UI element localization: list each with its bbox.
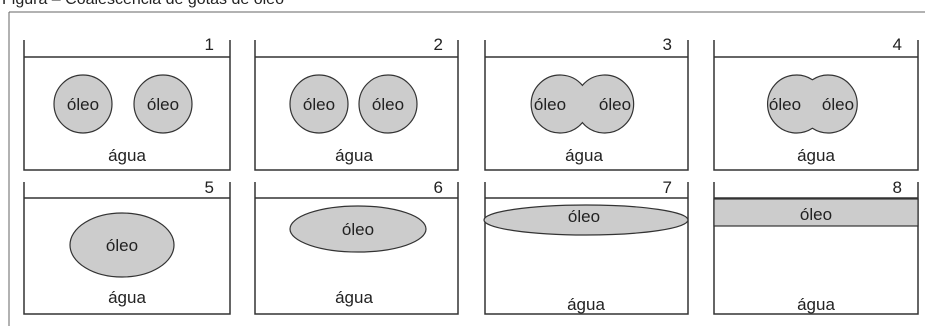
oil-droplet (53, 74, 113, 134)
water-label: água (335, 288, 373, 307)
panel-6: 6 óleo água (254, 178, 459, 315)
panel-8: 8 óleo água (713, 178, 919, 315)
container-outline (254, 182, 459, 315)
oil-droplet (289, 74, 349, 134)
oil-label: óleo (342, 220, 374, 239)
oil-droplets-merging (530, 74, 635, 134)
panel-number: 5 (205, 178, 214, 197)
oil-label: óleo (147, 95, 179, 114)
container-outline (713, 40, 919, 171)
oil-droplet (133, 74, 193, 134)
panel-number: 1 (205, 35, 214, 54)
container-outline (23, 40, 231, 171)
oil-label: óleo (599, 95, 631, 114)
panel-5: 5 óleo água (23, 178, 231, 315)
figure-caption: Figura – Coalescência de gotas de óleo (2, 0, 284, 9)
water-label: água (108, 146, 146, 165)
water-label: água (335, 146, 373, 165)
container-outline (23, 182, 231, 315)
container-outline (713, 182, 919, 315)
panel-number: 8 (893, 178, 902, 197)
panel-4: 4 óleo óleo água (713, 35, 919, 171)
oil-droplet (69, 212, 175, 278)
oil-label: óleo (800, 205, 832, 224)
water-label: água (108, 288, 146, 307)
oil-label: óleo (568, 207, 600, 226)
water-label: água (567, 295, 605, 314)
container-outline (254, 40, 459, 171)
oil-droplets-merging (766, 74, 858, 134)
water-label: água (565, 146, 603, 165)
water-label: água (797, 146, 835, 165)
panel-3: 3 óleo óleo água (484, 35, 689, 171)
container-outline (484, 182, 689, 315)
panel-number: 4 (893, 35, 902, 54)
oil-label: óleo (303, 95, 335, 114)
oil-droplet (289, 205, 427, 253)
panel-number: 7 (663, 178, 672, 197)
oil-label: óleo (769, 95, 801, 114)
container-outline (484, 40, 689, 171)
oil-label: óleo (67, 95, 99, 114)
panel-number: 2 (434, 35, 443, 54)
oil-label: óleo (822, 95, 854, 114)
panel-7: 7 óleo água (483, 178, 689, 315)
oil-label: óleo (372, 95, 404, 114)
oil-label: óleo (106, 236, 138, 255)
panel-2: 2 óleo óleo água (254, 35, 459, 171)
oil-layer (713, 198, 919, 227)
panel-number: 6 (434, 178, 443, 197)
oil-label: óleo (534, 95, 566, 114)
panel-1: 1 óleo óleo água (23, 35, 231, 171)
oil-droplet (358, 74, 418, 134)
oil-droplet (483, 204, 689, 236)
panel-number: 3 (663, 35, 672, 54)
water-label: água (797, 295, 835, 314)
